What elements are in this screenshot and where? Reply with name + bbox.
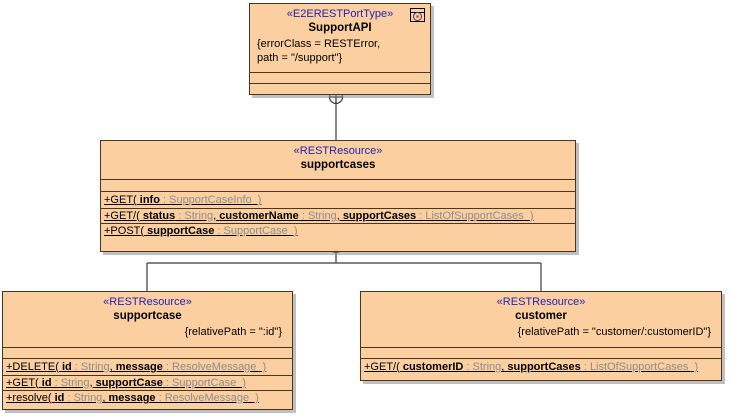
operation-label: +resolve( id : String, message : Resolve…: [6, 392, 259, 404]
supportcases-stereotype: «RESTResource»: [293, 145, 383, 157]
operation-row[interactable]: +GET( id : String, supportCase : Support…: [3, 374, 292, 391]
operation-row[interactable]: +GET/( status : String, customerName : S…: [101, 207, 575, 224]
supportapi-attributes-compartment: [250, 72, 430, 83]
supportcase-header: «RESTResource» supportcase {relativePath…: [3, 292, 292, 347]
supportcases-name: supportcases: [300, 159, 376, 171]
operation-row[interactable]: +POST( supportCase : SupportCase ): [101, 223, 575, 239]
customer-name: customer: [515, 310, 567, 322]
operation-label: +DELETE( id : String, message : ResolveM…: [6, 361, 267, 373]
rest-port-type-icon: [410, 8, 425, 22]
customer-stereotype: «RESTResource»: [496, 296, 586, 308]
customer-header: «RESTResource» customer {relativePath = …: [361, 292, 721, 347]
supportcase-name: supportcase: [113, 310, 182, 322]
supportapi-header: «E2ERESTPortType» SupportAPI {errorClass…: [250, 4, 430, 72]
supportcase-attributes-compartment: [3, 347, 292, 358]
operation-row[interactable]: +DELETE( id : String, message : ResolveM…: [3, 360, 292, 375]
uml-class-supportcases[interactable]: «RESTResource» supportcases +GET( info :…: [100, 140, 576, 252]
operation-label: +GET( id : String, supportCase : Support…: [6, 376, 247, 389]
supportcase-operations-compartment: +DELETE( id : String, message : ResolveM…: [3, 358, 292, 408]
containment-connector-top[interactable]: [328, 89, 344, 141]
customer-operations-compartment: +GET/( customerID : String, supportCases…: [361, 358, 721, 377]
supportcase-tagged-values: {relativePath = ":id"}: [184, 326, 282, 338]
operation-label: +GET/( status : String, customerName : S…: [104, 209, 534, 222]
uml-class-customer[interactable]: «RESTResource» customer {relativePath = …: [360, 291, 722, 381]
uml-class-supportapi[interactable]: «E2ERESTPortType» SupportAPI {errorClass…: [249, 3, 431, 95]
supportcases-attributes-compartment: [101, 179, 575, 191]
operation-label: +POST( supportCase : SupportCase ): [104, 225, 298, 237]
supportapi-operations-compartment: [250, 83, 430, 94]
customer-tagged-values: {relativePath = "customer/:customerID"}: [517, 326, 711, 338]
customer-attributes-compartment: [361, 347, 721, 358]
operation-row[interactable]: +GET( info : SupportCaseInfo ): [101, 193, 575, 208]
supportapi-name: SupportAPI: [308, 22, 372, 34]
operation-row[interactable]: +GET/( customerID : String, supportCases…: [361, 360, 721, 375]
operation-row[interactable]: +resolve( id : String, message : Resolve…: [3, 390, 292, 406]
supportcases-operations-compartment: +GET( info : SupportCaseInfo ) +GET/( st…: [101, 191, 575, 241]
operation-label: +GET/( customerID : String, supportCases…: [364, 361, 699, 373]
supportapi-tagged-values: {errorClass = RESTError, path = "/suppor…: [257, 38, 381, 64]
supportapi-stereotype: «E2ERESTPortType»: [286, 8, 394, 20]
supportcase-stereotype: «RESTResource»: [103, 296, 192, 308]
operation-label: +GET( info : SupportCaseInfo ): [104, 194, 262, 206]
uml-class-supportcase[interactable]: «RESTResource» supportcase {relativePath…: [2, 291, 293, 410]
supportcases-header: «RESTResource» supportcases: [101, 141, 575, 179]
